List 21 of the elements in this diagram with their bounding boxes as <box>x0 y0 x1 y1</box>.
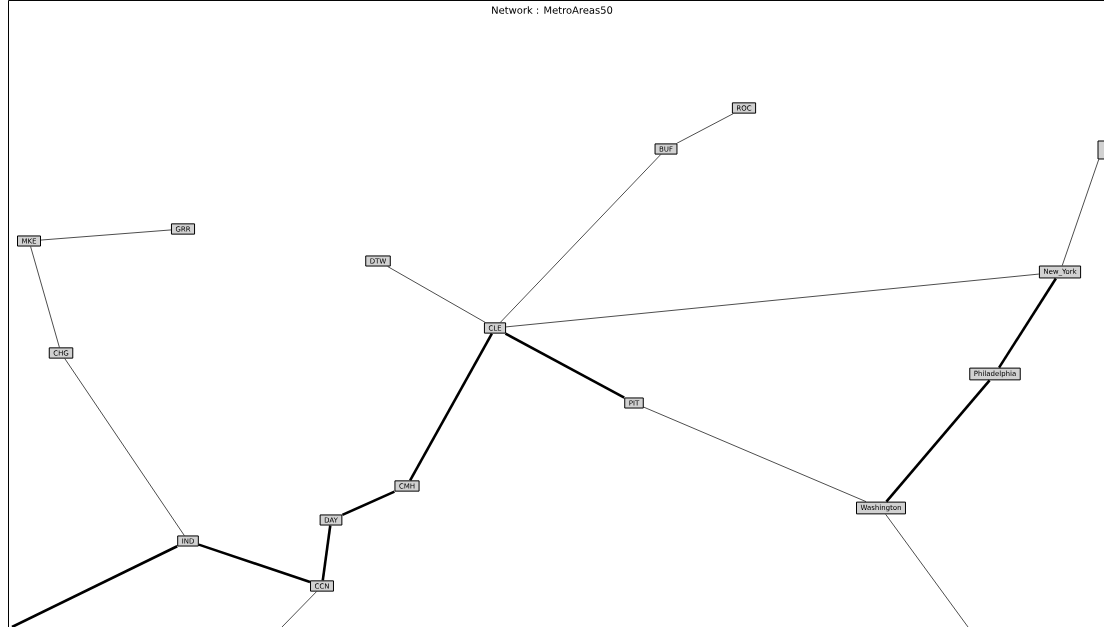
link-line <box>997 277 1057 369</box>
link-line <box>505 273 1040 328</box>
link-line <box>387 266 486 323</box>
link-line <box>11 545 178 627</box>
link-line <box>643 406 867 502</box>
link-line <box>409 333 493 481</box>
link-line <box>500 154 661 323</box>
link-line <box>281 591 317 627</box>
link-line <box>64 358 185 536</box>
link-line <box>885 379 991 503</box>
link-line <box>1061 159 1100 266</box>
link-line <box>30 246 60 348</box>
link-line <box>321 525 332 581</box>
link-line <box>676 113 734 144</box>
link-line <box>198 543 311 584</box>
link-line <box>504 332 625 399</box>
link-line <box>341 490 395 517</box>
chart-title: Network : MetroAreas50 <box>489 4 615 16</box>
city-box <box>1097 140 1104 160</box>
link-line <box>885 514 969 627</box>
link-line <box>40 229 172 241</box>
